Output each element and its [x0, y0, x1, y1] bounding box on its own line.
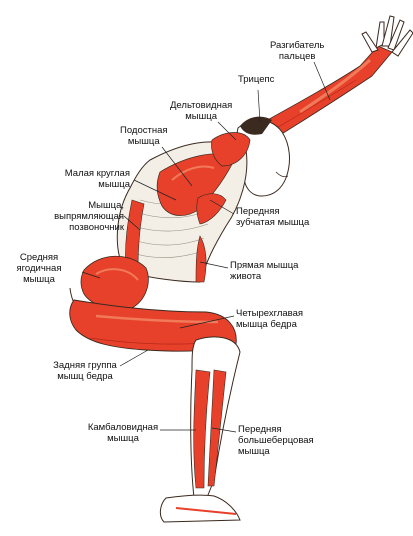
label-triceps: Трицепс: [238, 74, 275, 85]
label-serratus-anterior: Передняя зубчатая мышца: [236, 206, 310, 228]
label-hamstrings: Задняя группа мышц бедра: [53, 360, 117, 382]
hands: [361, 15, 413, 57]
label-gluteus-medius: Средняя ягодичная мышца: [16, 252, 62, 285]
foot: [159, 494, 241, 523]
torso: [116, 132, 251, 283]
label-soleus: Камбаловидная мышца: [87, 422, 159, 444]
leader-lines: [81, 61, 331, 433]
label-infraspinatus: Подостная мышца: [120, 125, 168, 147]
label-tibialis-anterior: Передняя большеберцовая мышца: [238, 424, 314, 457]
lower-leg: [190, 336, 241, 501]
label-rectus-abdominis: Прямая мышца живота: [230, 260, 299, 282]
thigh: [69, 299, 237, 352]
label-erector-spinae: Мышца, выпрямляющая позвоночник: [54, 200, 124, 233]
label-finger-extensor: Разгибатель пальцев: [270, 40, 325, 62]
label-teres-minor: Малая круглая мышца: [64, 168, 130, 190]
label-deltoid: Дельтовидная мышца: [170, 100, 233, 122]
label-quadriceps: Четырехглавая мышца бедра: [236, 308, 304, 330]
